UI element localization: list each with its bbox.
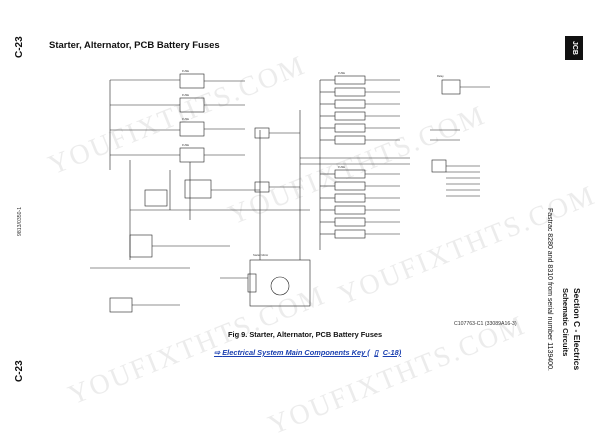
svg-text:Relay: Relay <box>437 74 444 78</box>
left-doc-number: 9813/0350-1 <box>17 206 23 236</box>
sheet-title: Starter, Alternator, PCB Battery Fuses <box>49 40 220 51</box>
svg-text:FUSE: FUSE <box>338 71 345 75</box>
section-subtitle: Schematic Circuits <box>561 288 570 357</box>
logo-text: JCB <box>571 41 578 55</box>
link-arrow-icon: ⇨ <box>214 348 223 357</box>
svg-text:Starter Motor: Starter Motor <box>253 253 268 257</box>
svg-text:FUSE: FUSE <box>338 165 345 169</box>
jcb-logo: JCB <box>562 34 586 62</box>
svg-text:FUSE: FUSE <box>182 93 189 97</box>
drawing-ref: C107763-C1 (33089A16-3) <box>454 321 517 327</box>
svg-text:FUSE: FUSE <box>182 117 189 121</box>
page-ref-icon: ▯ <box>374 348 379 357</box>
figure-caption: Fig 9. Starter, Alternator, PCB Battery … <box>228 330 383 339</box>
page-code-bottom: C-23 <box>14 360 25 382</box>
svg-text:FUSE: FUSE <box>182 69 189 73</box>
page-code-top: C-23 <box>14 36 25 58</box>
svg-text:FUSE: FUSE <box>182 143 189 147</box>
link-ref[interactable]: C-18) <box>382 348 402 357</box>
link-text[interactable]: Electrical System Main Components Key ( <box>222 348 370 357</box>
model-note: Fastrac 8280 and 8310 from serial number… <box>546 208 553 371</box>
section-title: Section C - Electrics <box>572 288 582 371</box>
schematic-diagram: FUSE FUSE FUSE FUSE FUSE FUSE Starter Motor… <box>90 69 490 313</box>
components-key-link[interactable]: ⇨ Electrical System Main Components Key … <box>214 342 401 360</box>
